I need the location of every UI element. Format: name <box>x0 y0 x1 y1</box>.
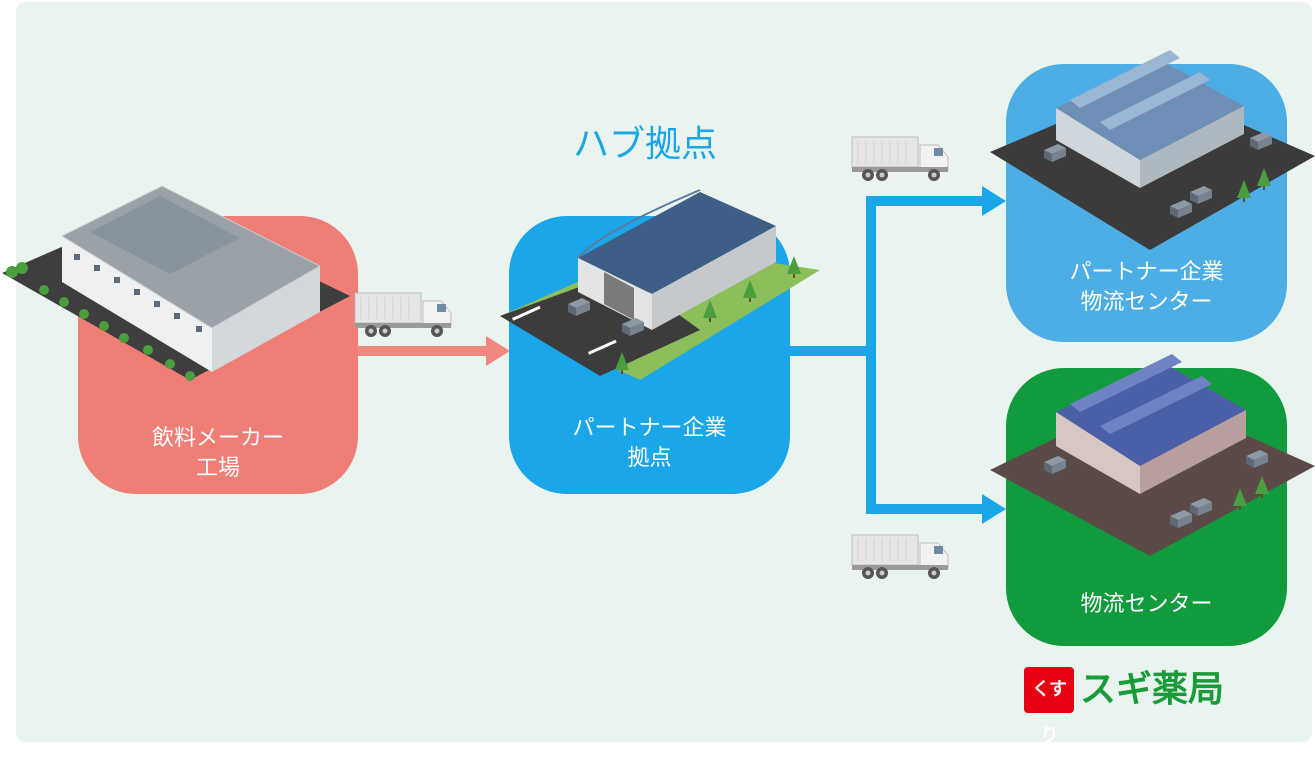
truck-icon <box>851 136 949 182</box>
factory-label-line1: 飲料メーカー <box>151 426 284 451</box>
sugi-dc-illustration <box>990 354 1315 556</box>
partner-hub-label: パートナー企業 拠点 <box>509 414 790 474</box>
arrow-hub-to-dcs <box>790 186 1006 524</box>
sugi-dc-label-line1: 物流センター <box>1080 592 1213 617</box>
partner-dc-label-line2: 物流センター <box>1080 290 1213 315</box>
partner-hub-label-line1: パートナー企業 <box>572 416 727 441</box>
factory-label: 飲料メーカー 工場 <box>78 424 358 484</box>
truck-icon <box>851 534 949 580</box>
factory-illustration <box>2 185 350 381</box>
hub-title: ハブ拠点 <box>572 124 717 165</box>
partner-dc-illustration <box>990 50 1315 250</box>
truck-icon <box>354 292 452 338</box>
hub-warehouse-illustration <box>500 189 820 380</box>
partner-dc-label-line1: パートナー企業 <box>1069 260 1224 285</box>
factory-label-line2: 工場 <box>195 456 240 481</box>
partner-hub-label-line2: 拠点 <box>627 446 672 471</box>
sugi-dc-label: 物流センター <box>1006 590 1287 620</box>
sugi-logo: くすり スギ薬局 <box>1022 667 1252 746</box>
logo-badge: くすり <box>1024 667 1074 746</box>
logo-name: スギ薬局 <box>1080 669 1225 710</box>
partner-dc-label: パートナー企業 物流センター <box>1006 258 1287 318</box>
arrow-factory-to-hub <box>358 336 510 366</box>
